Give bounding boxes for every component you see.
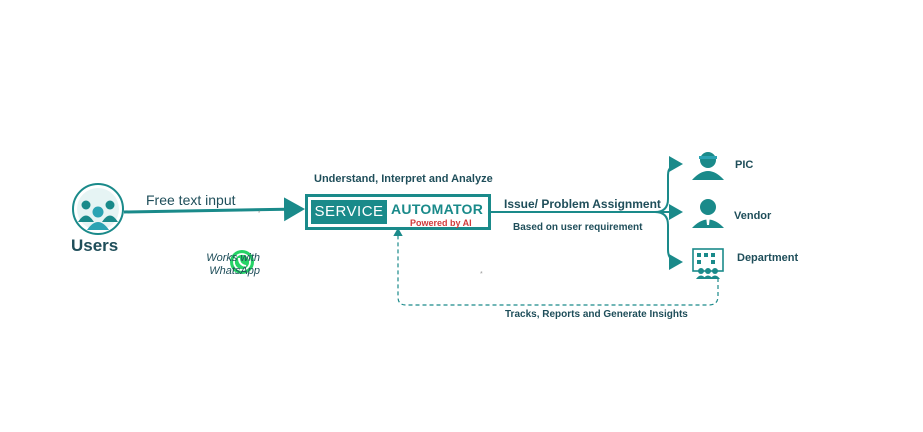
target-vendor-label: Vendor	[734, 210, 772, 222]
automator-label: AUTOMATOR	[391, 201, 484, 217]
powered-by-label: Powered by AI	[410, 218, 472, 228]
person-tie-icon	[692, 199, 724, 228]
whatsapp-icon	[230, 250, 254, 274]
target-department-label: Department	[737, 252, 799, 264]
feedback-label: Tracks, Reports and Generate Insights	[505, 309, 688, 320]
input-arrow	[123, 197, 305, 222]
users-icon	[72, 183, 124, 235]
assignment-label: Issue/ Problem Assignment	[504, 197, 661, 211]
target-pic-label: PIC	[735, 159, 754, 171]
svg-text:*: *	[480, 271, 483, 278]
building-icon	[692, 248, 724, 279]
engine-caption: Understand, Interpret and Analyze	[314, 173, 493, 185]
svg-text:*: *	[258, 211, 261, 217]
person-icon	[692, 152, 724, 180]
assignment-sub-label: Based on user requirement	[513, 222, 643, 233]
assignment-arrows	[491, 156, 683, 270]
service-automator-box: SERVICE AUTOMATOR Powered by AI	[305, 194, 491, 230]
users-label: Users	[71, 236, 119, 255]
feedback-loop	[393, 227, 719, 306]
service-label: SERVICE	[311, 200, 387, 224]
whatsapp-label: Works with WhatsApp	[206, 252, 260, 277]
free-text-input-label: Free text input	[146, 192, 236, 208]
